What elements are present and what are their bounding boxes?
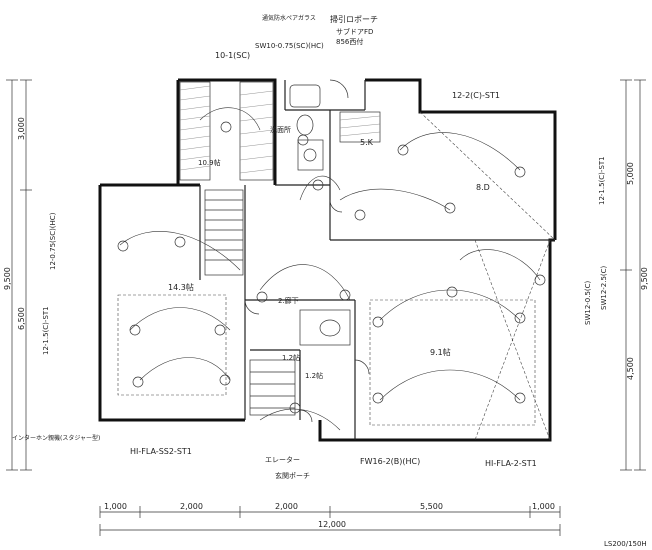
vertical-sash-labels: 12-0.75(SC)(HC) 12-1.5(C)-ST1 12-1.5(C)-… (42, 156, 608, 355)
porch-top-label: 掃引ロポーチ (330, 14, 378, 24)
counter-hatching (179, 81, 381, 181)
ceiling-dashes (117, 111, 556, 441)
door-swings (244, 79, 370, 423)
hall-2f-label: 2.廊下 (278, 296, 299, 305)
right-sash-label-2: SW12-2.5(C) (600, 265, 608, 310)
dim-bottom-2: 2,000 (180, 502, 203, 511)
room-10-label: 10-1(SC) (215, 51, 250, 60)
room-122-label: 12-2(C)-ST1 (452, 91, 500, 100)
outer-walls (98, 78, 557, 442)
dim-bottom-total: 12,000 (318, 520, 346, 529)
dim-bottom-4: 5,500 (420, 502, 443, 511)
bottom-right-sash-label: HI-FLA-2-ST1 (485, 459, 537, 468)
elevator-label: エレーター (265, 455, 300, 464)
dimension-lines (6, 79, 646, 536)
wiring (119, 107, 541, 431)
dim-right-total: 9,500 (640, 267, 649, 290)
right-sash-label-1: 12-1.5(C)-ST1 (598, 156, 606, 205)
wc-label: 1.2帖 (305, 371, 323, 380)
left-sash-label-1: 12-0.75(SC)(HC) (49, 212, 57, 270)
dim-right-1: 5,000 (626, 162, 635, 185)
dim-left-1: 3,000 (17, 117, 26, 140)
room-ldk-label: 9.1帖 (430, 347, 451, 357)
note-top-label: 通気防水ペアガラス (262, 14, 316, 22)
bottom-left-sash-label: HI-FLA-SS2-ST1 (130, 447, 192, 456)
room-genkan-label: 1.2帖 (282, 353, 300, 362)
room-storage-label: 10.9帖 (198, 158, 221, 167)
scale-label: LS200/150H (604, 540, 647, 548)
dim-bottom-1: 1,000 (104, 502, 127, 511)
right-sash-label-3: SW12-0.5(C) (584, 280, 592, 325)
room-dining-label: 8.D (476, 183, 490, 192)
door-top-label-2: 856西付 (336, 37, 363, 46)
dim-bottom-3: 2,000 (275, 502, 298, 511)
genkan-porch-label: 玄関ポーチ (275, 471, 310, 480)
room-bath-label: 洗面所 (270, 125, 291, 134)
light-fixtures (117, 121, 546, 414)
intercom-label: インターホン親機(スタジャー型) (12, 434, 100, 442)
door-top-label: サブドアFD (336, 27, 373, 36)
left-sash-label-2: 12-1.5(C)-ST1 (42, 306, 50, 355)
sash-10-label: SW10-0.75(SC)(HC) (255, 42, 324, 50)
dimension-labels: 9,500 3,000 6,500 9,500 5,000 4,500 1,00… (3, 117, 649, 529)
dim-left-2: 6,500 (17, 307, 26, 330)
dim-left-total: 9,500 (3, 267, 12, 290)
room-labels: 掃引ロポーチ サブドアFD 856西付 通気防水ペアガラス 10-1(SC) S… (12, 14, 647, 548)
room-kitchen-label: 5.K (360, 138, 374, 147)
room-14-label: 14.3帖 (168, 282, 194, 292)
bottom-center-sash-label: FW16-2(B)(HC) (360, 457, 420, 466)
dim-bottom-5: 1,000 (532, 502, 555, 511)
stairs (204, 189, 296, 416)
dim-right-2: 4,500 (626, 357, 635, 380)
bath-fixtures (289, 84, 351, 346)
